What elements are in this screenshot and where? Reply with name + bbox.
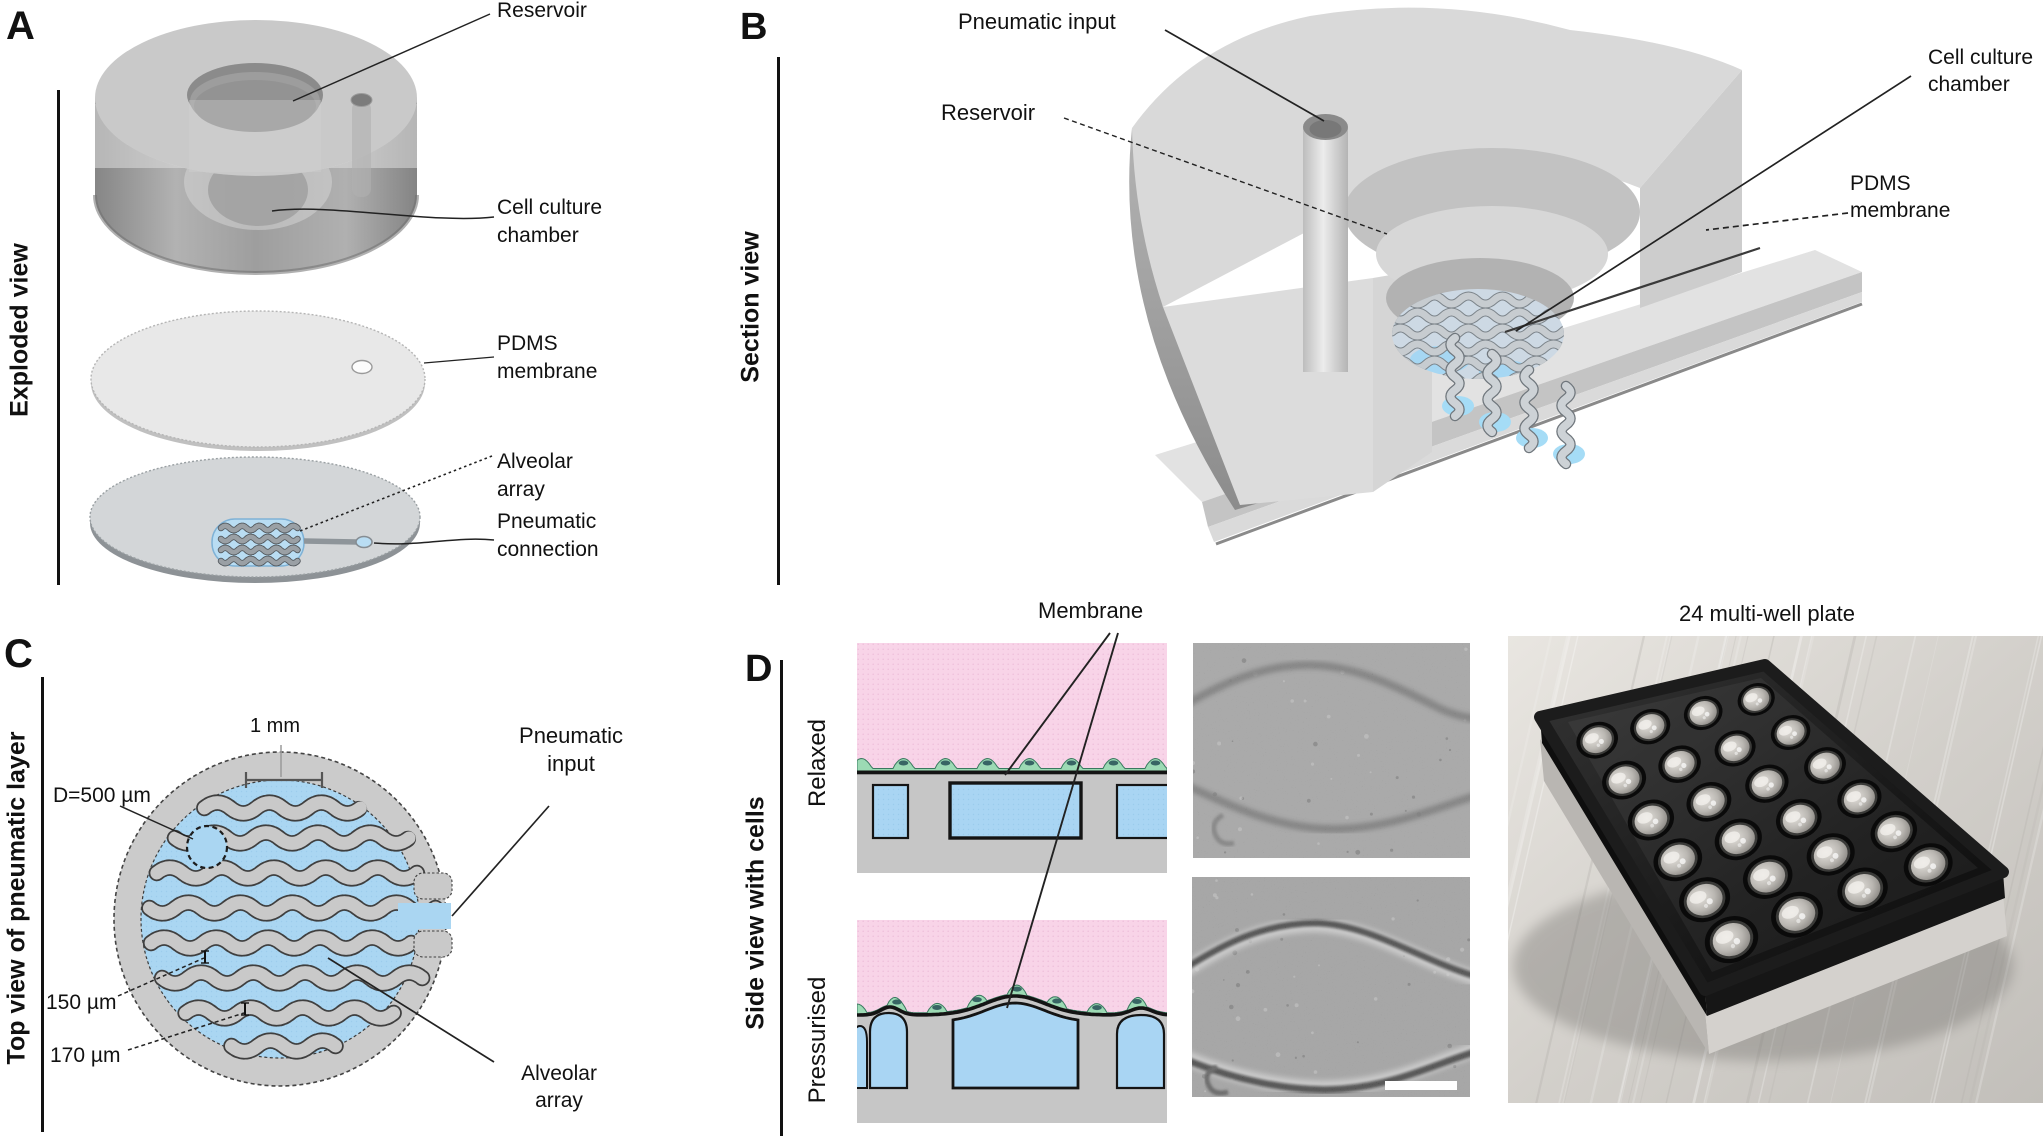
- micrograph-relaxed: [1193, 643, 1470, 858]
- well: [1630, 708, 1671, 745]
- dimension-ticks: [201, 950, 249, 1016]
- panel-b-divider: [777, 57, 780, 585]
- micrograph-scale-bar: [1385, 1081, 1457, 1090]
- label-b-reservoir: Reservoir: [941, 100, 1036, 125]
- section-view-figure: [1063, 7, 1912, 546]
- well: [1837, 779, 1882, 819]
- well: [1903, 843, 1953, 887]
- well: [1679, 877, 1731, 923]
- well: [1658, 745, 1701, 783]
- pneumatic-channel-line: [303, 538, 358, 545]
- well: [1804, 747, 1846, 785]
- plate-top-face: [1534, 659, 2009, 996]
- panel-a-title: Exploded view: [5, 243, 34, 417]
- label-a-alveolar-array: Alveolar array: [497, 450, 573, 501]
- well: [1742, 855, 1793, 899]
- label-c-pneumatic-input: Pneumatic input: [519, 723, 623, 776]
- membrane-leader-lines: [1004, 632, 1119, 1009]
- well: [1714, 818, 1762, 861]
- well: [1627, 799, 1675, 841]
- pneumatic-input-notch: [398, 903, 451, 929]
- label-a-cell-culture-chamber: Cell culture chamber: [497, 196, 603, 247]
- label-c-150um: 150 µm: [46, 991, 117, 1014]
- well: [1602, 760, 1647, 800]
- label-a-pdms-membrane: PDMS membrane: [497, 332, 598, 383]
- exploded-view-figure: [89, 13, 495, 583]
- pneumatic-layer-top-view-figure: [113, 745, 550, 1087]
- panel-letter-a: A: [6, 4, 35, 48]
- panel-c-leader-lines: [117, 805, 550, 1063]
- well: [1653, 838, 1703, 882]
- panel-c-title: Top view of pneumatic layer: [2, 731, 31, 1065]
- label-d-pressurised: Pressurised: [804, 976, 831, 1104]
- well: [1806, 833, 1855, 876]
- section-cut-face: [1640, 70, 1742, 308]
- label-b-pdms-membrane: PDMS membrane: [1850, 172, 1951, 222]
- label-a-pneumatic-connection: Pneumatic connection: [497, 510, 599, 561]
- well: [1771, 891, 1823, 938]
- pneumatic-input-tube: [1303, 114, 1348, 372]
- pressurised-schematic: [857, 920, 1167, 1123]
- well: [1704, 916, 1759, 964]
- well: [1686, 782, 1732, 822]
- well: [1576, 721, 1619, 759]
- label-c-alveolar-array: Alveolar array: [521, 1062, 597, 1112]
- panel-b-leader-lines: [1063, 29, 1912, 332]
- panel-b-title: Section view: [736, 231, 765, 383]
- well: [1745, 764, 1789, 803]
- membrane-line: [857, 770, 1167, 775]
- label-d-relaxed: Relaxed: [804, 718, 831, 808]
- well: [1870, 811, 1918, 853]
- diameter-marker-circle: [185, 824, 229, 870]
- panel-a-leader-lines: [271, 13, 495, 545]
- pdms-membrane-disc: [90, 310, 426, 451]
- label-d-membrane: Membrane: [1038, 598, 1144, 623]
- membrane-hole: [351, 359, 373, 375]
- label-d-plate-caption: 24 multi-well plate: [1678, 601, 1856, 626]
- label-a-reservoir: Reservoir: [497, 0, 587, 22]
- device-body-3d: [93, 20, 419, 275]
- pneumatic-input-bore: [352, 101, 371, 197]
- well: [1737, 682, 1775, 716]
- pneumatic-channels-pressurised: [857, 1001, 1166, 1090]
- relaxed-schematic: [857, 643, 1167, 873]
- well: [1775, 798, 1822, 840]
- membrane-line-pressurised: [857, 994, 1167, 1017]
- panel-d-divider: [780, 660, 783, 1136]
- label-c-170um: 170 µm: [50, 1044, 121, 1067]
- well: [1714, 730, 1756, 767]
- pneumatic-connection-port: [355, 535, 373, 549]
- well: [1770, 715, 1811, 750]
- panel-d-title: Side view with cells: [741, 796, 770, 1030]
- label-b-pneumatic-input: Pneumatic input: [958, 9, 1116, 34]
- well-array: [1576, 682, 1953, 964]
- label-b-cell-culture-chamber: Cell culture chamber: [1928, 46, 2034, 96]
- micrograph-pressurised: [1192, 877, 1470, 1097]
- pneumatic-layer-disc: [89, 456, 421, 583]
- label-c-diameter-500um: D=500 µm: [53, 784, 151, 807]
- panel-c-divider: [41, 677, 44, 1132]
- label-c-scale-1mm: 1 mm: [250, 715, 300, 737]
- clear-base-left: [1540, 739, 1709, 1054]
- clear-base-front: [1705, 894, 2007, 1054]
- scale-bar-1mm: [244, 745, 324, 788]
- membrane-ribbons: [1442, 332, 1585, 470]
- well: [1683, 695, 1723, 731]
- well: [1837, 867, 1888, 912]
- panel-letter-c: C: [4, 632, 33, 676]
- multiwell-plate-photo: [1508, 636, 2043, 1103]
- panel-letter-b: B: [740, 6, 768, 48]
- panel-a-divider: [57, 90, 60, 585]
- panel-letter-d: D: [745, 648, 773, 690]
